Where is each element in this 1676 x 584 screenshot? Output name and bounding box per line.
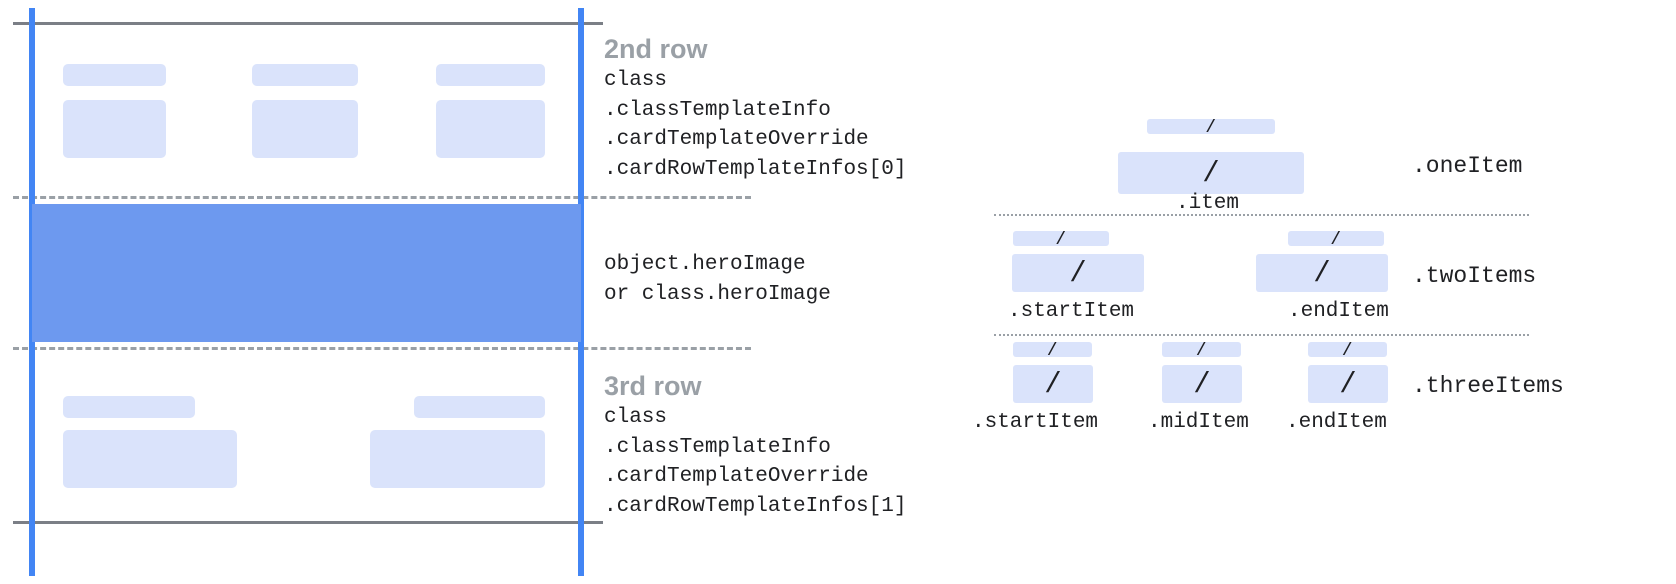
twoitems-end-top-bar: / — [1288, 231, 1384, 246]
slash-glyph: / — [1205, 119, 1217, 134]
hero-image-block — [32, 204, 581, 342]
slash-glyph: / — [1046, 342, 1059, 357]
group-label-twoitems: .twoItems — [1412, 263, 1537, 289]
threeitems-start-label: .startItem — [972, 411, 1099, 434]
threeitems-mid-label: .midItem — [1148, 411, 1249, 434]
placeholder-label-2 — [252, 64, 358, 86]
twoitems-start-main-bar: / — [1012, 254, 1144, 292]
slash-glyph: / — [1055, 231, 1067, 246]
annotation-hero-image: object.heroImage or class.heroImage — [604, 250, 831, 309]
slash-glyph: / — [1044, 367, 1062, 401]
placeholder-body-2 — [252, 100, 358, 158]
twoitems-start-top-bar: / — [1013, 231, 1109, 246]
slash-glyph: / — [1341, 342, 1354, 357]
card-top-border — [13, 22, 603, 25]
threeitems-end-top-bar: / — [1308, 342, 1387, 357]
twoitems-end-label: .endItem — [1288, 300, 1389, 323]
group-label-oneitem: .oneItem — [1412, 153, 1523, 179]
third-row-code-line-3: .cardTemplateOverride — [604, 465, 869, 488]
group-label-threeitems: .threeItems — [1412, 373, 1564, 399]
twoitems-start-label: .startItem — [1008, 300, 1135, 323]
placeholder-body-1 — [63, 100, 166, 158]
slash-glyph: / — [1339, 367, 1357, 401]
threeitems-start-main-bar: / — [1013, 365, 1093, 403]
card-right-guide — [578, 8, 584, 576]
annotation-second-row: 2nd row class .classTemplateInfo .cardTe… — [604, 32, 906, 184]
placeholder-label-4 — [63, 396, 195, 418]
annotation-third-row: 3rd row class .classTemplateInfo .cardTe… — [604, 369, 906, 521]
row-divider-upper — [13, 196, 751, 199]
card-bottom-border — [13, 521, 603, 524]
threeitems-mid-main-bar: / — [1162, 365, 1242, 403]
slash-glyph: / — [1195, 342, 1208, 357]
threeitems-mid-top-bar: / — [1162, 342, 1241, 357]
threeitems-end-main-bar: / — [1308, 365, 1388, 403]
second-row-code-line-1: class — [604, 69, 668, 92]
hero-code-line-2: or class.heroImage — [604, 282, 831, 306]
item-group-divider-2 — [994, 334, 1529, 336]
third-row-title: 3rd row — [604, 371, 702, 401]
placeholder-body-5 — [370, 430, 545, 488]
item-group-divider-1 — [994, 214, 1529, 216]
hero-code-line-1: object.heroImage — [604, 253, 806, 276]
oneitem-item-main-bar: / — [1118, 152, 1304, 194]
placeholder-label-1 — [63, 64, 166, 86]
placeholder-label-3 — [436, 64, 545, 86]
slash-glyph: / — [1202, 156, 1220, 190]
slash-glyph: / — [1069, 256, 1087, 290]
slash-glyph: / — [1330, 231, 1342, 246]
second-row-code-line-4: .cardRowTemplateInfos[0] — [604, 157, 907, 181]
placeholder-label-5 — [414, 396, 545, 418]
row-divider-lower — [13, 347, 751, 350]
third-row-code-line-2: .classTemplateInfo — [604, 435, 831, 459]
oneitem-item-top-bar: / — [1147, 119, 1275, 134]
twoitems-end-main-bar: / — [1256, 254, 1388, 292]
slash-glyph: / — [1313, 256, 1331, 290]
second-row-code-line-3: .cardTemplateOverride — [604, 128, 869, 151]
card-structure-diagram — [0, 0, 751, 584]
third-row-code-line-1: class — [604, 406, 668, 429]
placeholder-body-3 — [436, 100, 545, 158]
second-row-code-line-2: .classTemplateInfo — [604, 98, 831, 122]
third-row-code-line-4: .cardRowTemplateInfos[1] — [604, 494, 907, 518]
oneitem-item-label: .item — [1176, 192, 1240, 215]
second-row-title: 2nd row — [604, 34, 708, 64]
placeholder-body-4 — [63, 430, 237, 488]
slash-glyph: / — [1193, 367, 1211, 401]
threeitems-end-label: .endItem — [1286, 411, 1387, 434]
threeitems-start-top-bar: / — [1013, 342, 1092, 357]
